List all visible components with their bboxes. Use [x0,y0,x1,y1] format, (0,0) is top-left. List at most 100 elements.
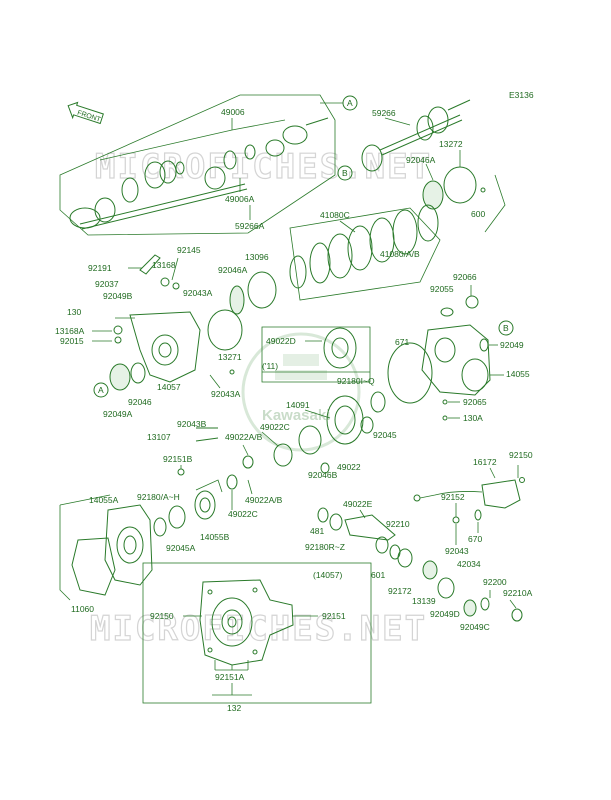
callout-b-top-text: B [342,168,348,178]
label-14055B: 14055B [200,532,230,542]
label-92043B: 92043B [177,419,207,429]
watermark-bottom: MICROFICHES.NET [90,609,427,649]
bearing-13139 [422,560,438,580]
label-92151A: 92151A [215,672,245,682]
label-92046B: 92046B [308,470,338,480]
label-92150-2: 92150 [150,611,174,621]
label-600: 600 [471,209,485,219]
pinion-shaft-49022E [344,514,396,541]
label-481: 481 [310,526,324,536]
label-41080C: 41080C [320,210,350,220]
vent-pipe-92191 [139,254,161,275]
label-13139: 13139 [412,596,436,606]
callout-a-left [93,382,109,398]
label-92180AH: 92180/A~H [137,492,180,502]
label-92151B: 92151B [163,454,193,464]
label-11: ('11) [262,361,278,371]
label-92046: 92046 [128,397,152,407]
front-arrow-icon: FRONT [67,101,104,125]
ring-gear-49022 [326,395,364,445]
label-132: 132 [227,703,241,713]
label-130A: 130A [463,413,483,423]
label-92046A-2: 92046A [218,265,248,275]
front-drive-shaft-assembly [59,94,336,236]
label-92043A-2: 92043A [211,389,241,399]
o-ring-671 [387,342,433,404]
label-92043A-1: 92043A [183,288,213,298]
clutch-plate-stack [289,204,441,301]
logo-text: Kawasaki [262,407,330,424]
front-gear-case-14057 [92,311,201,383]
label-92015: 92015 [60,336,84,346]
kawasaki-logo: Kawasaki [241,332,361,452]
callout-b-right [498,320,514,336]
callout-a-top-text: A [347,98,353,108]
side-gear-14091 [298,425,322,455]
label-49006: 49006 [221,107,245,117]
label-13168: 13168 [152,260,176,270]
gear-case-detail-box [142,562,372,704]
label-92151: 92151 [322,611,346,621]
label-92150-1: 92150 [509,450,533,460]
label-13096: 13096 [245,252,269,262]
label-49022E: 49022E [343,499,373,509]
label-49022AB-2: 49022A/B [245,495,283,505]
rear-drive-shaft [361,99,471,172]
label-49022AB-1: 49022A/B [225,432,263,442]
label-41080AB: 41080/A/B [380,249,420,259]
label-11060: 11060 [71,604,94,614]
label-14057-detail: (14057) [313,570,342,580]
label-59266A: 59266A [235,221,265,231]
label-92043: 92043 [445,546,469,556]
label-92200: 92200 [483,577,507,587]
label-92066: 92066 [453,272,477,282]
label-49022C-2: 49022C [228,509,258,519]
gasket-11060 [71,537,116,596]
label-49006A: 49006A [225,194,255,204]
label-92065: 92065 [463,397,487,407]
watermark-top: MICROFICHES.NET [95,147,432,187]
label-13107: 13107 [147,432,171,442]
label-92049B: 92049B [103,291,133,301]
seal-92046A [422,180,444,210]
label-42034: 42034 [457,559,481,569]
label-92191: 92191 [88,263,112,273]
label-13168A: 13168A [55,326,85,336]
front-label: FRONT [76,110,102,124]
seal-92046 [130,362,146,384]
seal-92049A [109,363,131,391]
ring-gear-box [261,326,371,383]
gear-13096 [247,271,277,309]
callout-b-right-text: B [503,323,509,333]
label-13271: 13271 [218,352,242,362]
label-92172: 92172 [388,586,412,596]
label-92055: 92055 [430,284,454,294]
label-92049C: 92049C [460,622,490,632]
label-92045: 92045 [373,430,397,440]
label-14055: 14055 [506,369,530,379]
label-671: 671 [395,337,409,347]
label-92210: 92210 [386,519,410,529]
label-14091: 14091 [286,400,310,410]
label-14055A: 14055A [89,495,119,505]
label-59266: 59266 [372,108,396,118]
label-92045A: 92045A [166,543,196,553]
label-92180RZ: 92180R~Z [305,542,345,552]
label-16172: 16172 [473,457,497,467]
label-49022C-1: 49022C [260,422,290,432]
label-92046A-1: 92046A [406,155,436,165]
label-92210A: 92210A [503,588,533,598]
label-92152: 92152 [441,492,465,502]
label-92049: 92049 [500,340,524,350]
label-601: 601 [371,570,385,580]
label-92049D: 92049D [430,609,460,619]
callout-b-top [337,165,353,181]
label-49022D: 49022D [266,336,296,346]
label-49022: 49022 [337,462,361,472]
rear-diff-housing-14055 [421,324,491,396]
label-92037: 92037 [95,279,119,289]
label-130: 130 [67,307,81,317]
label-14057: 14057 [157,382,181,392]
label-670: 670 [468,534,482,544]
